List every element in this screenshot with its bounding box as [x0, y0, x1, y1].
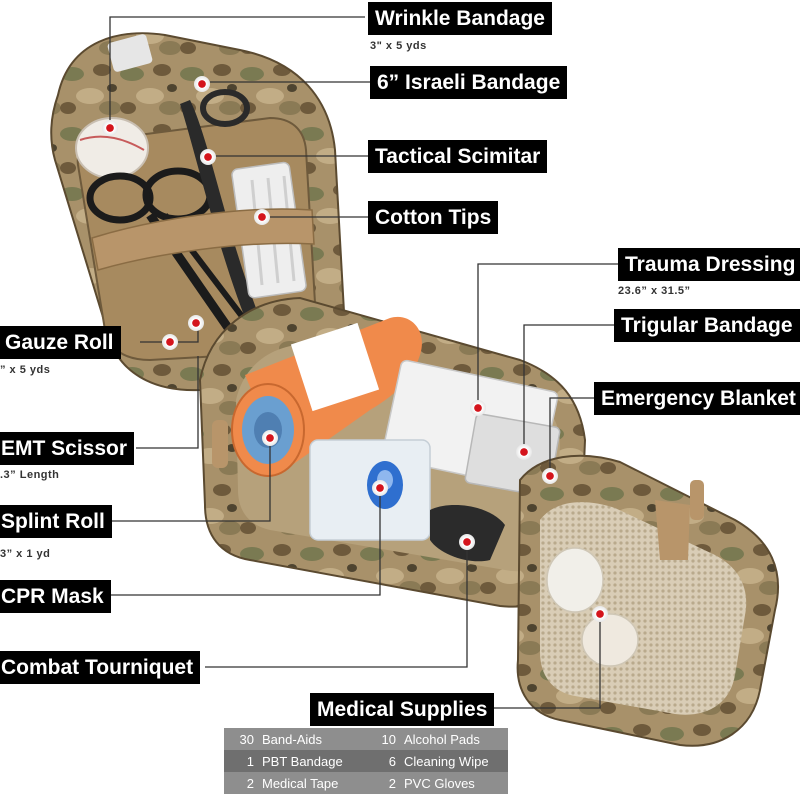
marker-scimitar — [200, 149, 216, 165]
callout-markers — [102, 76, 608, 622]
label-trigular-bandage: Trigular Bandage — [614, 309, 800, 342]
marker-gauze-roll — [188, 315, 204, 331]
label-combat-tourniquet: Combat Tourniquet — [0, 651, 201, 684]
supply-item: PBT Bandage — [262, 753, 343, 769]
supply-qty: 30 — [239, 731, 254, 747]
size-emt-scissor: .3” Length — [0, 469, 60, 481]
label-medical-supplies: Medical Supplies — [310, 693, 495, 726]
label-gauze-roll: Gauze Roll — [0, 326, 121, 359]
supply-cell: 2 PVC Gloves — [366, 772, 508, 794]
supply-qty: 10 — [381, 731, 396, 747]
supply-item: Alcohol Pads — [404, 731, 480, 747]
supply-cell: 30 Band-Aids — [224, 728, 366, 750]
mesh-pocket-flap — [516, 454, 780, 747]
supply-qty: 1 — [246, 753, 254, 769]
supply-item: Band-Aids — [262, 731, 322, 747]
combat-tourniquet-shape — [430, 505, 505, 562]
size-gauze-roll: ” x 5 yds — [0, 364, 51, 376]
marker-cotton-tips — [254, 209, 270, 225]
supply-cell: 2 Medical Tape — [224, 772, 366, 794]
supply-qty: 2 — [246, 775, 254, 791]
elastic-strap — [91, 208, 315, 271]
supply-cell: 6 Cleaning Wipe — [366, 750, 508, 772]
label-splint-roll: Splint Roll — [0, 505, 112, 538]
zipper-pulls — [212, 420, 704, 520]
supply-qty: 6 — [388, 753, 396, 769]
marker-trigular-bandage — [516, 444, 532, 460]
supply-item: Medical Tape — [262, 775, 339, 791]
size-splint-roll: 3” x 1 yd — [0, 548, 51, 560]
marker-gauze-roll-2 — [162, 334, 178, 350]
supply-qty: 2 — [388, 775, 396, 791]
marker-wrinkle-bandage — [102, 120, 118, 136]
label-emergency-blanket: Emergency Blanket — [594, 382, 800, 415]
label-israeli-bandage: 6” Israeli Bandage — [370, 66, 568, 99]
marker-israeli-bandage — [194, 76, 210, 92]
marker-splint-roll — [262, 430, 278, 446]
supply-item: PVC Gloves — [404, 775, 475, 791]
size-wrinkle-bandage: 3" x 5 yds — [370, 40, 427, 52]
label-cotton-tips: Cotton Tips — [368, 201, 499, 234]
label-emt-scissor: EMT Scissor — [0, 432, 135, 465]
supply-cell: 1 PBT Bandage — [224, 750, 366, 772]
label-wrinkle-bandage: Wrinkle Bandage — [368, 2, 552, 35]
marker-emergency-blanket — [542, 468, 558, 484]
label-cpr-mask: CPR Mask — [0, 580, 111, 613]
supply-cell: 10 Alcohol Pads — [366, 728, 508, 750]
splint-roll-shape — [231, 316, 422, 477]
size-trauma-dressing: 23.6” x 31.5” — [618, 285, 691, 297]
marker-tourniquet — [459, 534, 475, 550]
cpr-mask-pack — [309, 439, 431, 541]
supply-item: Cleaning Wipe — [404, 753, 489, 769]
label-trauma-dressing: Trauma Dressing — [618, 248, 800, 281]
label-tactical-scimitar: Tactical Scimitar — [368, 140, 548, 173]
marker-cpr-mask — [372, 480, 388, 496]
marker-medical-supplies — [592, 606, 608, 622]
marker-trauma-dressing — [470, 400, 486, 416]
